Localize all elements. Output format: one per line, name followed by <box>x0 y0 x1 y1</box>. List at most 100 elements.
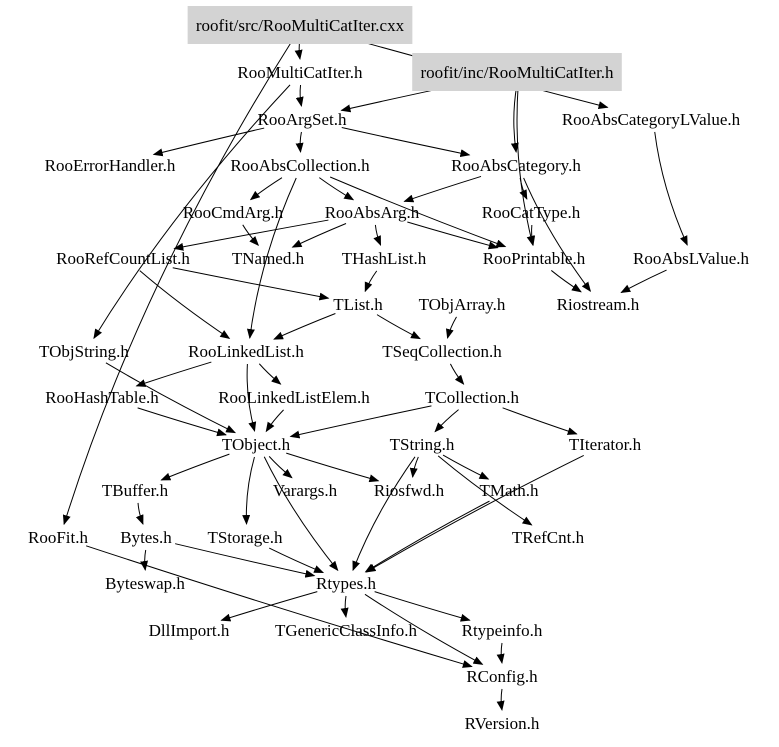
dependency-edge <box>93 84 291 340</box>
node-label: RooAbsCollection.h <box>230 156 370 175</box>
dependency-edge <box>140 549 149 571</box>
dependency-edge <box>318 177 355 201</box>
graph-node[interactable]: RooArgSet.h <box>258 110 347 129</box>
graph-node[interactable]: Varargs.h <box>273 481 338 500</box>
node-label: TObjString.h <box>39 342 129 361</box>
node-highlight-box <box>187 6 413 44</box>
graph-node[interactable]: Riosfwd.h <box>374 481 445 500</box>
dependency-edge <box>246 177 297 340</box>
graph-node[interactable]: TMath.h <box>479 481 539 500</box>
dependency-edge <box>173 219 329 251</box>
node-label: TStorage.h <box>207 528 283 547</box>
node-label: roofit/src/RooMultiCatIter.cxx <box>196 16 405 35</box>
graph-node[interactable]: THashList.h <box>342 249 427 268</box>
graph-node[interactable]: RooRefCountList.h <box>56 249 190 268</box>
dependency-edge <box>445 316 457 340</box>
edges-layer <box>62 36 688 711</box>
graph-node[interactable]: RooHashTable.h <box>45 388 159 407</box>
dependency-edge <box>550 270 582 293</box>
graph-node[interactable]: RooCatType.h <box>482 203 581 222</box>
graph-node[interactable]: RooAbsCollection.h <box>230 156 370 175</box>
dependency-edge <box>502 407 578 435</box>
node-label: RooCatType.h <box>482 203 581 222</box>
dependency-edge <box>105 362 236 434</box>
graph-node[interactable]: RooErrorHandler.h <box>45 156 176 175</box>
graph-node[interactable]: RooAbsCategory.h <box>451 156 581 175</box>
node-label: RooAbsCategoryLValue.h <box>562 110 741 129</box>
graph-node[interactable]: TObjString.h <box>39 342 129 361</box>
node-label: RooCmdArg.h <box>183 203 284 222</box>
dependency-edge <box>295 131 304 153</box>
dependency-edge <box>409 456 419 479</box>
graph-node[interactable]: TRefCnt.h <box>512 528 585 547</box>
node-label: RooMultiCatIter.h <box>237 63 363 82</box>
graph-node[interactable]: TStorage.h <box>207 528 283 547</box>
graph-node[interactable]: RooAbsLValue.h <box>633 249 750 268</box>
node-label: Byteswap.h <box>105 574 185 593</box>
node-label: roofit/inc/RooMultiCatIter.h <box>420 63 614 82</box>
graph-node[interactable]: TIterator.h <box>569 435 642 454</box>
dependency-edge <box>258 363 282 385</box>
graph-node[interactable]: TGenericClassInfo.h <box>275 621 418 640</box>
graph-node[interactable]: TNamed.h <box>232 249 305 268</box>
graph-node[interactable]: RooMultiCatIter.h <box>237 63 363 82</box>
graph-node[interactable]: RooLinkedListElem.h <box>218 388 370 407</box>
dependency-edge <box>496 688 505 711</box>
graph-node[interactable]: RConfig.h <box>466 667 538 686</box>
dependency-edge <box>449 363 465 385</box>
node-label: TObject.h <box>222 435 291 454</box>
graph-node[interactable]: RooCmdArg.h <box>183 203 284 222</box>
graph-node[interactable]: RooPrintable.h <box>483 249 586 268</box>
graph-node[interactable]: TCollection.h <box>425 388 519 407</box>
dependency-edge <box>286 452 380 483</box>
dependency-edge <box>519 177 528 200</box>
dependency-edge <box>137 407 227 437</box>
node-label: TNamed.h <box>232 249 305 268</box>
node-label: TMath.h <box>479 481 539 500</box>
graph-node[interactable]: RooAbsArg.h <box>325 203 420 222</box>
graph-node[interactable]: RooAbsCategoryLValue.h <box>562 110 741 129</box>
graph-node[interactable]: TBuffer.h <box>102 481 169 500</box>
graph-node[interactable]: Bytes.h <box>120 528 172 547</box>
dependency-edge <box>289 405 432 439</box>
graph-node[interactable]: RooLinkedList.h <box>188 342 304 361</box>
node-label: DllImport.h <box>149 621 230 640</box>
node-label: TObjArray.h <box>419 295 506 314</box>
graph-node[interactable]: Rtypes.h <box>316 574 376 593</box>
dependency-edge <box>496 642 505 664</box>
node-label: Rtypeinfo.h <box>462 621 543 640</box>
node-highlight-box <box>412 53 622 91</box>
node-label: RVersion.h <box>465 714 540 733</box>
graph-node[interactable]: DllImport.h <box>149 621 230 640</box>
dependency-edge <box>437 455 533 526</box>
graph-node[interactable]: roofit/inc/RooMultiCatIter.h <box>412 53 622 91</box>
node-label: RooFit.h <box>28 528 88 547</box>
dependency-edge <box>152 127 265 157</box>
dependency-edge <box>403 175 482 203</box>
dependency-edge <box>85 545 473 668</box>
graph-node[interactable]: RVersion.h <box>465 714 540 733</box>
dependency-edge <box>265 409 284 433</box>
graph-node[interactable]: TList.h <box>333 295 383 314</box>
graph-node[interactable]: Rtypeinfo.h <box>462 621 543 640</box>
dependency-edge <box>329 176 507 248</box>
node-label: THashList.h <box>342 249 427 268</box>
dependency-edge <box>364 500 490 573</box>
graph-node[interactable]: roofit/src/RooMultiCatIter.cxx <box>187 6 413 44</box>
node-label: TGenericClassInfo.h <box>275 621 418 640</box>
dependency-edge <box>220 591 318 622</box>
dependency-edge <box>620 269 667 293</box>
dependency-edge <box>246 363 257 432</box>
graph-node[interactable]: TObjArray.h <box>419 295 506 314</box>
dependency-edge <box>268 456 293 479</box>
node-label: RooHashTable.h <box>45 388 159 407</box>
graph-node[interactable]: RooFit.h <box>28 528 88 547</box>
dependency-edge <box>434 409 459 433</box>
graph-node[interactable]: Byteswap.h <box>105 574 185 593</box>
node-label: Rtypes.h <box>316 574 376 593</box>
dependency-edge <box>175 543 316 578</box>
graph-node[interactable]: TSeqCollection.h <box>382 342 502 361</box>
graph-node[interactable]: Riostream.h <box>557 295 640 314</box>
graph-node[interactable]: TString.h <box>390 435 455 454</box>
graph-node[interactable]: TObject.h <box>222 435 291 454</box>
